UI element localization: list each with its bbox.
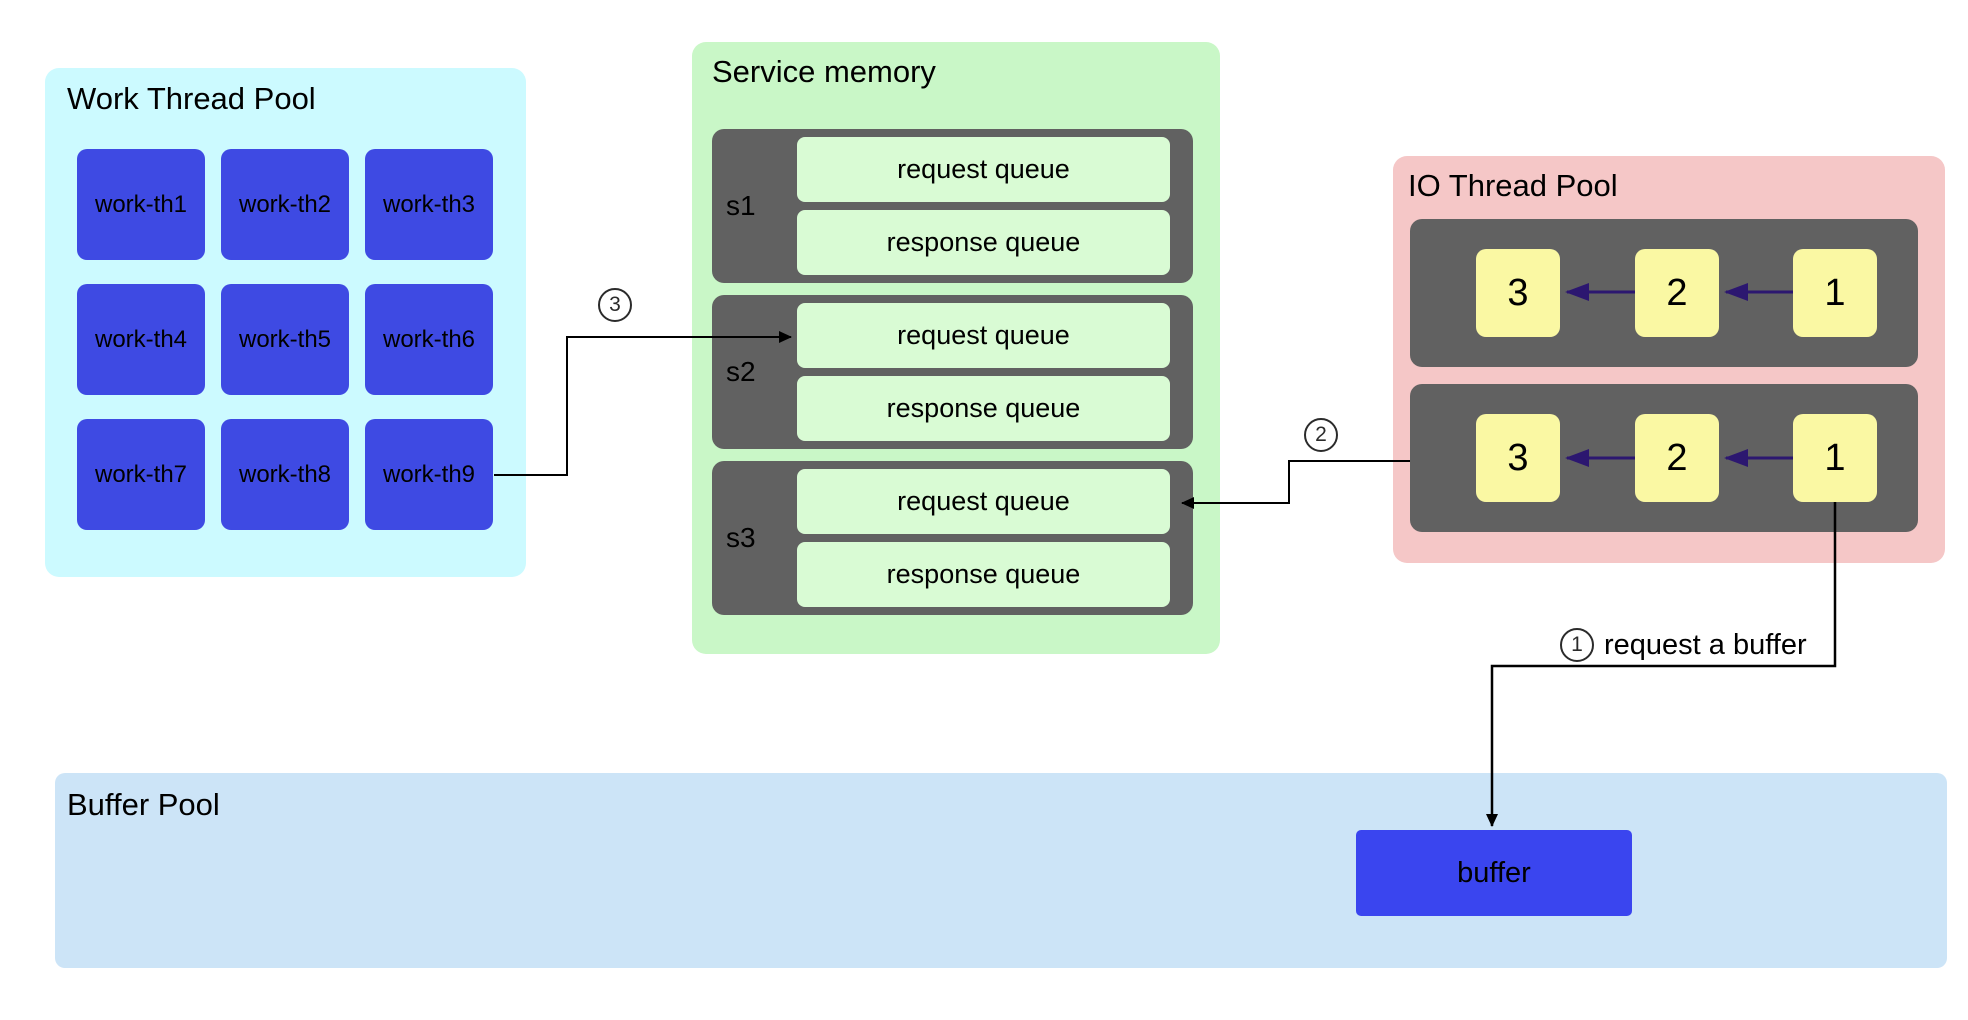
work-thread-box: work-th9 (365, 419, 493, 530)
service-name: s3 (726, 522, 756, 553)
work-thread-box: work-th5 (221, 284, 349, 395)
work-thread-box: work-th4 (77, 284, 205, 395)
service-memory-container: Service memory s1 request queue response… (692, 42, 1220, 654)
io-item-2: 2 (1635, 249, 1719, 337)
io-thread-pool-title: IO Thread Pool (1408, 168, 1618, 203)
buffer-pool-title: Buffer Pool (67, 787, 220, 822)
buffer-box: buffer (1356, 830, 1632, 916)
work-thread-box: work-th6 (365, 284, 493, 395)
work-thread-box: work-th2 (221, 149, 349, 260)
io-item-1: 1 (1793, 414, 1877, 502)
io-thread-pool-container: IO Thread Pool 3 2 1 3 2 1 (1393, 156, 1945, 563)
request-queue: request queue (797, 137, 1170, 202)
step3-badge: 3 (598, 288, 632, 322)
service-name: s2 (726, 356, 756, 387)
io-item-2: 2 (1635, 414, 1719, 502)
service-memory-title: Service memory (712, 54, 936, 89)
work-thread-box: work-th7 (77, 419, 205, 530)
step1-badge: 1 (1560, 628, 1594, 662)
work-thread-box: work-th3 (365, 149, 493, 260)
step1-text: request a buffer (1604, 628, 1807, 661)
io-queue-row: 3 2 1 (1410, 384, 1918, 532)
step2-badge: 2 (1304, 418, 1338, 452)
response-queue: response queue (797, 542, 1170, 607)
io-item-3: 3 (1476, 414, 1560, 502)
work-thread-pool-container: Work Thread Pool work-th1 work-th2 work-… (45, 68, 526, 577)
request-queue: request queue (797, 303, 1170, 368)
work-thread-pool-title: Work Thread Pool (67, 81, 316, 116)
service-block-s2: s2 request queue response queue (712, 295, 1193, 449)
work-thread-box: work-th1 (77, 149, 205, 260)
io-queue-row: 3 2 1 (1410, 219, 1918, 367)
io-item-3: 3 (1476, 249, 1560, 337)
buffer-pool-container: Buffer Pool (55, 773, 1947, 968)
service-block-s3: s3 request queue response queue (712, 461, 1193, 615)
work-thread-box: work-th8 (221, 419, 349, 530)
service-block-s1: s1 request queue response queue (712, 129, 1193, 283)
step1-label: 1 request a buffer (1560, 628, 1807, 662)
io-item-1: 1 (1793, 249, 1877, 337)
service-name: s1 (726, 190, 756, 221)
response-queue: response queue (797, 210, 1170, 275)
request-queue: request queue (797, 469, 1170, 534)
response-queue: response queue (797, 376, 1170, 441)
